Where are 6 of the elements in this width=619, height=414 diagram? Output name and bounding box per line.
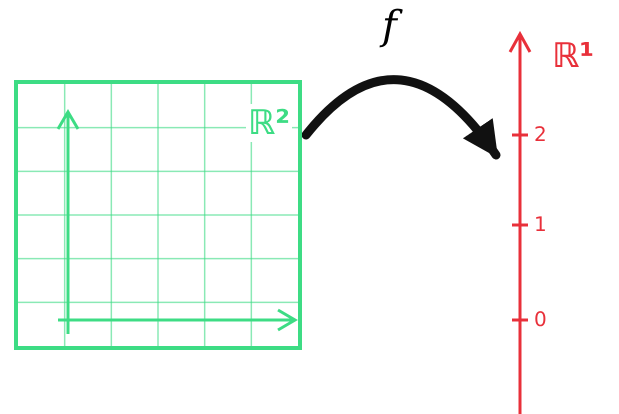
tick-label: 2 xyxy=(534,122,547,146)
space-label: ℝ¹ xyxy=(552,36,594,76)
arrow xyxy=(302,76,500,160)
space-label: ℝ² xyxy=(246,104,292,142)
tick-label: 0 xyxy=(534,307,547,331)
tick-label: 1 xyxy=(534,212,547,236)
